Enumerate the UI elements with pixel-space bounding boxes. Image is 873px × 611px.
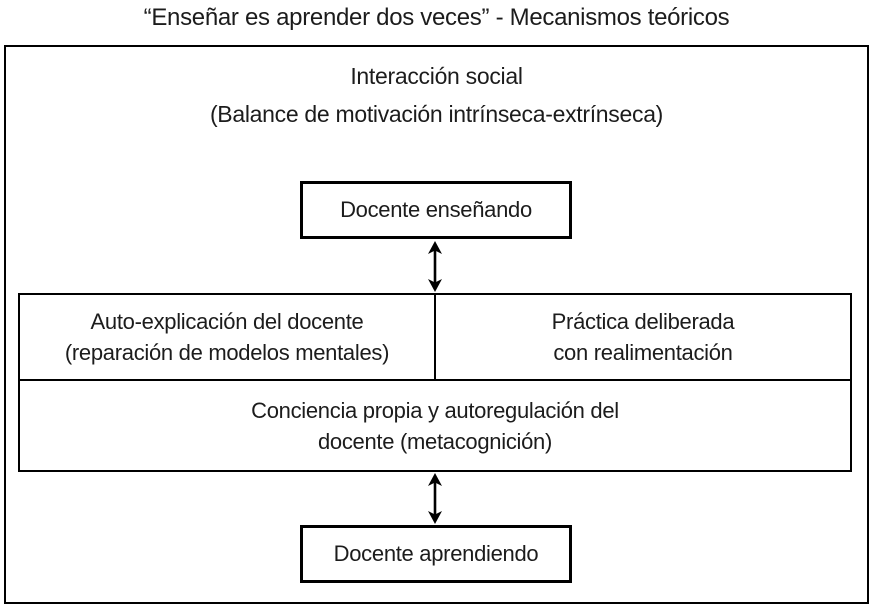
docente-ensenando-box: Docente enseñando <box>300 181 572 239</box>
heading-line-2: (Balance de motivación intrínseca-extrín… <box>209 101 664 127</box>
docente-aprendiendo-label: Docente aprendiendo <box>333 541 539 566</box>
heading-line-1: Interacción social <box>350 63 523 89</box>
auto-explicacion-line-1: Auto-explicación del docente <box>90 309 364 334</box>
double-arrow-icon <box>428 241 442 292</box>
practica-deliberada-line-2: con realimentación <box>553 340 733 365</box>
metacognicion-cell: Conciencia propia y autoregulación del d… <box>20 381 850 470</box>
metacognicion-line-2: docente (metacognición) <box>317 428 552 454</box>
docente-aprendiendo-box: Docente aprendiendo <box>300 525 572 583</box>
practica-deliberada-line-1: Práctica deliberada <box>551 309 735 334</box>
docente-ensenando-label: Docente enseñando <box>340 197 532 222</box>
mechanisms-grid: Auto-explicación del docente (reparación… <box>18 293 852 472</box>
auto-explicacion-line-2: (reparación de modelos mentales) <box>64 340 390 365</box>
metacognicion-line-1: Conciencia propia y autoregulación del <box>251 397 619 423</box>
practica-deliberada-cell: Práctica deliberada con realimentación <box>436 295 850 379</box>
auto-explicacion-cell: Auto-explicación del docente (reparación… <box>20 295 436 379</box>
double-arrow-icon <box>428 473 442 524</box>
diagram-title: “Enseñar es aprender dos veces” - Mecani… <box>143 4 730 31</box>
mechanisms-grid-top-row: Auto-explicación del docente (reparación… <box>20 295 850 381</box>
container-heading: Interacción social (Balance de motivació… <box>4 57 869 133</box>
